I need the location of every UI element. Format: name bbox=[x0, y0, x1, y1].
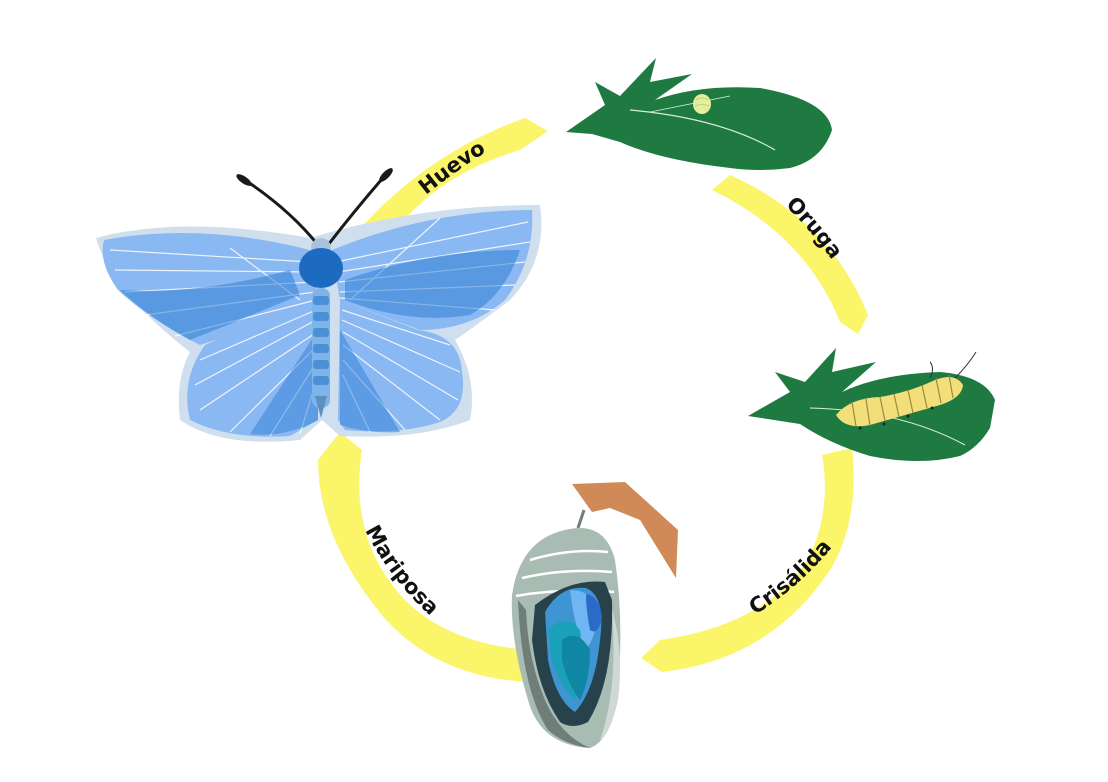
butterfly-thorax bbox=[299, 248, 343, 288]
caterpillar bbox=[836, 351, 977, 430]
leaf-with-egg-icon bbox=[566, 58, 832, 170]
egg bbox=[693, 94, 711, 114]
arrow-crisalida bbox=[641, 448, 854, 672]
developing-wing bbox=[545, 587, 602, 712]
stalk bbox=[572, 482, 678, 578]
label-huevo: Huevo bbox=[414, 136, 489, 199]
caterpillar-on-leaf-icon bbox=[748, 348, 995, 461]
arrow-oruga bbox=[712, 175, 868, 334]
butterfly-icon bbox=[96, 168, 542, 442]
chrysalis-icon bbox=[511, 482, 678, 748]
arrow-mariposa bbox=[318, 432, 532, 682]
